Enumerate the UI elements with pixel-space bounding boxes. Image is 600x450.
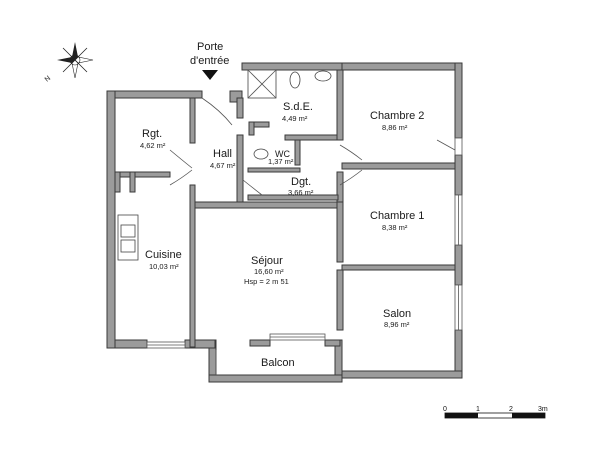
room-sde-name: S.d.E. <box>283 101 313 113</box>
room-salon-name: Salon <box>383 308 411 320</box>
room-sejour-area: 16,60 m² <box>254 267 284 276</box>
room-hall-name: Hall <box>213 148 232 160</box>
room-rgt-area: 4,62 m² <box>140 141 166 150</box>
scale-tick-0: 0 <box>443 406 447 413</box>
room-chambre2-area: 8,86 m² <box>382 123 408 132</box>
room-cuisine-area: 10,03 m² <box>149 262 179 271</box>
room-wc-name: WC <box>275 149 290 159</box>
room-sejour-name: Séjour <box>251 255 283 267</box>
toilet-icon <box>289 71 301 89</box>
room-sde-area: 4,49 m² <box>282 114 308 123</box>
room-hall-area: 4,67 m² <box>210 161 236 170</box>
room-chambre2-name: Chambre 2 <box>370 110 424 122</box>
entrance-label-line2: d'entrée <box>190 55 229 67</box>
room-chambre1-name: Chambre 1 <box>370 210 424 222</box>
entrance-arrow-icon <box>202 70 218 80</box>
entrance-label-line1: Porte <box>197 41 223 53</box>
scale-tick-1: 1 <box>476 406 480 413</box>
room-rgt-name: Rgt. <box>142 128 162 140</box>
compass-rose: N <box>44 42 94 84</box>
room-cuisine-name: Cuisine <box>145 249 182 261</box>
room-balcon-name: Balcon <box>261 357 295 369</box>
room-salon-area: 8,96 m² <box>384 320 410 329</box>
room-wc-area: 1,37 m² <box>268 157 294 166</box>
room-dgt-name: Dgt. <box>291 176 311 188</box>
scale-bar: 0 1 2 3m <box>443 406 548 419</box>
scale-tick-3: 3m <box>538 406 548 413</box>
room-sejour-height: Hsp = 2 m 51 <box>244 277 289 286</box>
sink-icon <box>314 70 332 82</box>
room-dgt-area: 3,66 m² <box>288 188 314 197</box>
scale-tick-2: 2 <box>509 406 513 413</box>
kitchen-counter-icon <box>117 214 139 261</box>
wc-toilet-icon <box>253 148 269 160</box>
room-chambre1-area: 8,38 m² <box>382 223 408 232</box>
compass-north-label: N <box>44 75 52 84</box>
